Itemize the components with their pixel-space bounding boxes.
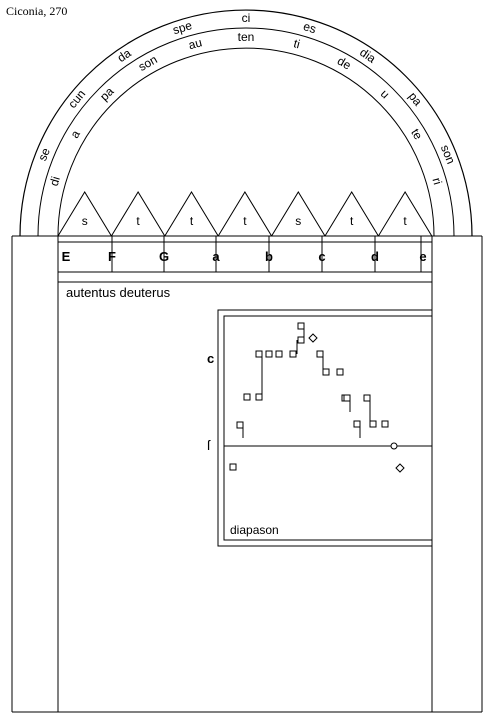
outer-syllable-0: se xyxy=(35,146,53,163)
mode-title: autentus deuterus xyxy=(66,285,171,300)
outer-syllable-3: spe xyxy=(171,18,194,37)
interval-label-6: t xyxy=(403,214,407,228)
interval-triangle-0 xyxy=(57,191,113,237)
note-letter-5: c xyxy=(318,249,325,264)
neume-14 xyxy=(343,394,351,402)
inner-syllable-6: ti xyxy=(292,36,301,51)
inner-syllable-4: au xyxy=(187,35,203,52)
neume-12 xyxy=(336,368,344,376)
diamond-neume-1 xyxy=(395,463,405,473)
inner-syllable-2: pa xyxy=(97,84,117,104)
interval-label-4: s xyxy=(295,214,301,228)
outer-syllable-1: cun xyxy=(65,87,88,111)
note-letter-3: a xyxy=(212,249,220,264)
inner-syllable-7: de xyxy=(335,54,354,73)
inner-syllable-8: u xyxy=(378,87,393,102)
interval-label-5: t xyxy=(350,214,354,228)
staff-label-lower: ſ xyxy=(207,437,211,453)
neume-8 xyxy=(297,336,305,344)
interval-label-3: t xyxy=(243,214,247,228)
outer-arch xyxy=(19,9,473,237)
interval-triangle-3 xyxy=(217,191,273,237)
neume-10 xyxy=(316,350,324,358)
staff-label-upper: c xyxy=(207,351,214,366)
outer-syllable-5: es xyxy=(302,19,318,36)
interval-triangle-4 xyxy=(270,191,326,237)
neume-18 xyxy=(381,420,389,428)
neume-17 xyxy=(369,420,377,428)
note-letter-4: b xyxy=(265,249,273,264)
note-letter-2: G xyxy=(159,249,169,264)
neume-9 xyxy=(297,322,305,330)
neume-16 xyxy=(363,394,371,402)
circle-neume xyxy=(390,442,398,450)
neume-4 xyxy=(255,350,263,358)
interval-triangle-2 xyxy=(163,191,220,237)
inner-arch xyxy=(57,47,435,237)
caption: Ciconia, 270 xyxy=(6,4,68,18)
note-letter-7: e xyxy=(419,249,426,264)
interval-triangle-5 xyxy=(324,191,380,237)
note-letter-6: d xyxy=(371,249,379,264)
note-letter-1: F xyxy=(108,249,116,264)
neume-5 xyxy=(265,350,273,358)
interval-label-2: t xyxy=(190,214,194,228)
interval-label-0: s xyxy=(82,214,88,228)
inner-syllable-10: ri xyxy=(429,176,444,186)
staff-box-outer xyxy=(217,309,433,547)
neume-0 xyxy=(229,463,237,471)
neume-15 xyxy=(353,420,361,428)
staff-box-inner xyxy=(223,315,433,541)
middle-arch xyxy=(37,27,455,237)
neume-1 xyxy=(236,421,244,429)
neume-2 xyxy=(243,393,251,401)
diamond-neume-0 xyxy=(308,333,318,343)
chant-notes xyxy=(229,322,405,473)
outer-syllable-4: ci xyxy=(242,11,251,25)
neume-6 xyxy=(275,350,283,358)
note-letter-0: E xyxy=(62,249,71,264)
interval-label-1: t xyxy=(136,214,140,228)
neume-11 xyxy=(322,368,330,376)
inner-syllable-5: ten xyxy=(238,30,255,44)
neume-7 xyxy=(289,350,297,358)
outer-syllable-8: son xyxy=(438,143,458,166)
inner-syllable-1: a xyxy=(67,127,83,140)
interval-triangle-1 xyxy=(110,191,166,237)
diapason-label: diapason xyxy=(230,523,279,537)
neume-3 xyxy=(255,393,263,401)
inner-syllable-0: di xyxy=(47,175,63,188)
interval-triangle-6 xyxy=(377,191,433,237)
note-row-box xyxy=(57,241,433,273)
inner-syllable-9: te xyxy=(408,126,425,142)
